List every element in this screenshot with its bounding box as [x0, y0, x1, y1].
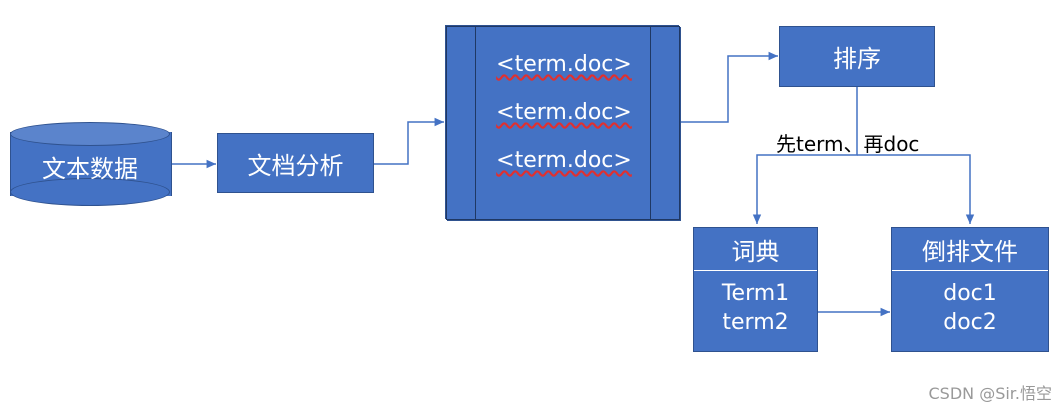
arrow-postings-to-sort — [680, 51, 778, 123]
dictionary-title: 词典 — [694, 228, 817, 271]
doc-analysis-label: 文档分析 — [247, 151, 344, 180]
posting-entry: <term.doc> — [496, 100, 632, 125]
arrow-sort-to-inverted-file — [857, 154, 975, 224]
postings-list-node: <term.doc> <term.doc> <term.doc> — [446, 26, 680, 220]
sort-order-label: 先term、再doc — [776, 132, 920, 156]
text-data-label: 文本数据 — [42, 154, 138, 183]
text-data-cylinder: 文本数据 — [10, 122, 172, 206]
dictionary-node: 词典 Term1 term2 — [693, 227, 818, 352]
inverted-file-doc: doc1 — [943, 281, 997, 306]
inverted-file-node: 倒排文件 doc1 doc2 — [891, 227, 1049, 352]
dictionary-term: Term1 — [721, 281, 790, 306]
dictionary-term: term2 — [722, 310, 789, 335]
posting-entry: <term.doc> — [496, 148, 632, 173]
arrow-sort-to-dictionary — [752, 87, 858, 224]
sort-node: 排序 — [779, 26, 935, 87]
doc-analysis-node: 文档分析 — [217, 133, 374, 193]
inverted-file-title: 倒排文件 — [892, 228, 1048, 271]
posting-entry: <term.doc> — [496, 52, 632, 77]
watermark: CSDN @Sir.悟空 — [928, 384, 1052, 403]
arrow-analysis-to-postings — [374, 117, 444, 165]
inverted-file-doc: doc2 — [943, 310, 997, 335]
sort-label: 排序 — [833, 45, 881, 73]
